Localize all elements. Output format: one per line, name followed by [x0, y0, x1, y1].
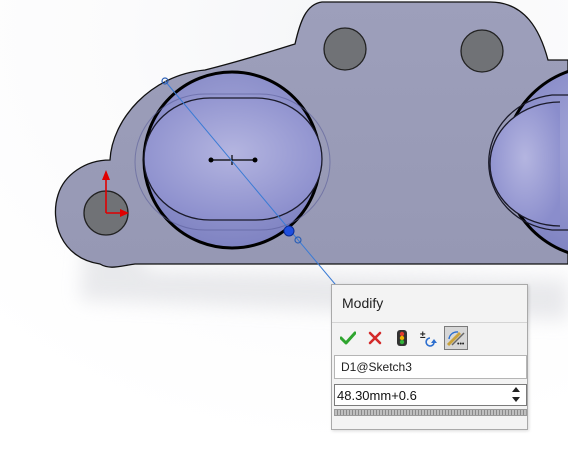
rebuild-icon: [397, 330, 407, 346]
modify-dialog[interactable]: Modify ±: [331, 284, 528, 430]
value-input[interactable]: [335, 385, 507, 405]
ok-icon: [340, 331, 356, 345]
ok-button[interactable]: [336, 326, 360, 350]
thumbwheel[interactable]: [334, 409, 527, 416]
chevron-down-icon: [512, 397, 520, 402]
spin-up-button[interactable]: [507, 385, 525, 394]
reverse-dimension-button[interactable]: ±: [417, 326, 441, 350]
value-field[interactable]: [334, 384, 527, 406]
reverse-dimension-icon: ±: [420, 330, 437, 347]
origin-triad: [102, 170, 129, 217]
title-separator: [332, 322, 527, 323]
svg-text:±: ±: [420, 330, 426, 341]
mark-for-drawing-icon: •••: [446, 331, 465, 347]
mark-for-drawing-button[interactable]: •••: [444, 326, 468, 350]
small-hole[interactable]: [323, 27, 367, 71]
cancel-icon: [368, 331, 382, 345]
diameter-dimension[interactable]: [161, 77, 341, 291]
port-slot[interactable]: [143, 97, 323, 221]
center-mark: [208, 155, 258, 165]
cancel-button[interactable]: [363, 326, 387, 350]
spin-down-button[interactable]: [507, 395, 525, 404]
dialog-title: Modify: [342, 295, 384, 311]
dialog-toolbar: ± •••: [336, 326, 468, 350]
small-hole[interactable]: [460, 29, 504, 73]
dimension-name-field: D1@Sketch3: [334, 355, 527, 379]
svg-text:•••: •••: [457, 341, 465, 347]
chevron-up-icon: [512, 387, 520, 392]
rebuild-button[interactable]: [390, 326, 414, 350]
